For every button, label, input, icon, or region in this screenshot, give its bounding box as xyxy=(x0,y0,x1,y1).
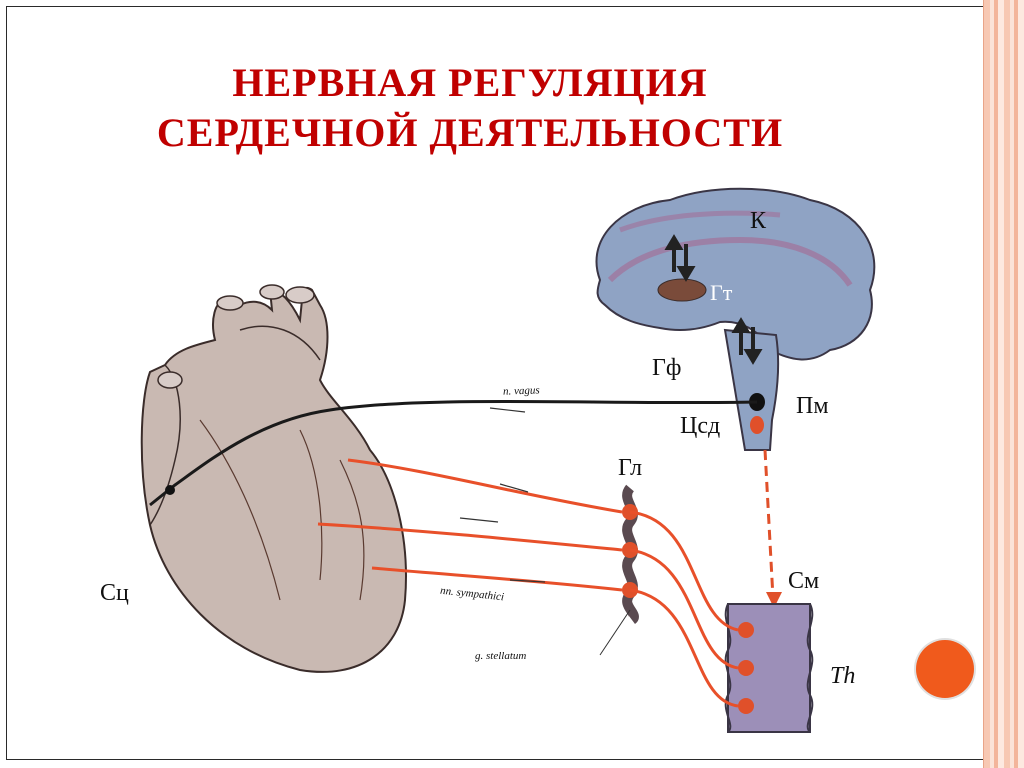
brain-illustration xyxy=(595,187,876,451)
spinal-segment xyxy=(724,603,814,733)
stellatum-leader xyxy=(599,609,631,656)
stellate-ganglion-chain xyxy=(622,484,639,624)
vagus-direction-arrow xyxy=(489,407,526,413)
label-spinal-cord: См xyxy=(788,568,820,594)
label-sinoatrial-node: Сц xyxy=(100,580,129,606)
label-vagus: n. vagus xyxy=(502,384,540,398)
sympathetic-nerves xyxy=(317,458,739,708)
vagus-node xyxy=(165,485,175,495)
heart-illustration xyxy=(140,284,407,673)
vagus-nerve xyxy=(149,399,758,507)
nerve-direction-arrows xyxy=(459,483,546,583)
label-stellate-ganglion: Гл xyxy=(618,455,643,481)
pathway-arrowhead-icon xyxy=(766,592,782,608)
label-pituitary: Гф xyxy=(652,355,682,381)
label-hypothalamus: Гт xyxy=(710,280,733,305)
descending-pathway xyxy=(763,449,775,599)
label-medulla: Пм xyxy=(796,393,829,419)
label-cortex: К xyxy=(750,208,767,234)
bidirectional-arrow-icon xyxy=(731,317,763,365)
title-line-1: НЕРВНАЯ РЕГУЛЯЦИЯ xyxy=(232,60,708,105)
decorative-stripe xyxy=(983,0,1024,768)
label-stellatum: g. stellatum xyxy=(475,650,527,662)
slide-title: НЕРВНАЯ РЕГУЛЯЦИЯ СЕРДЕЧНОЙ ДЕЯТЕЛЬНОСТИ xyxy=(60,58,880,158)
bidirectional-arrow-icon xyxy=(664,234,696,282)
accent-circle xyxy=(916,640,974,698)
label-thoracic: Th xyxy=(830,663,856,689)
label-cardio-center: Цсд xyxy=(680,413,721,439)
title-line-2: СЕРДЕЧНОЙ ДЕЯТЕЛЬНОСТИ xyxy=(156,110,784,155)
